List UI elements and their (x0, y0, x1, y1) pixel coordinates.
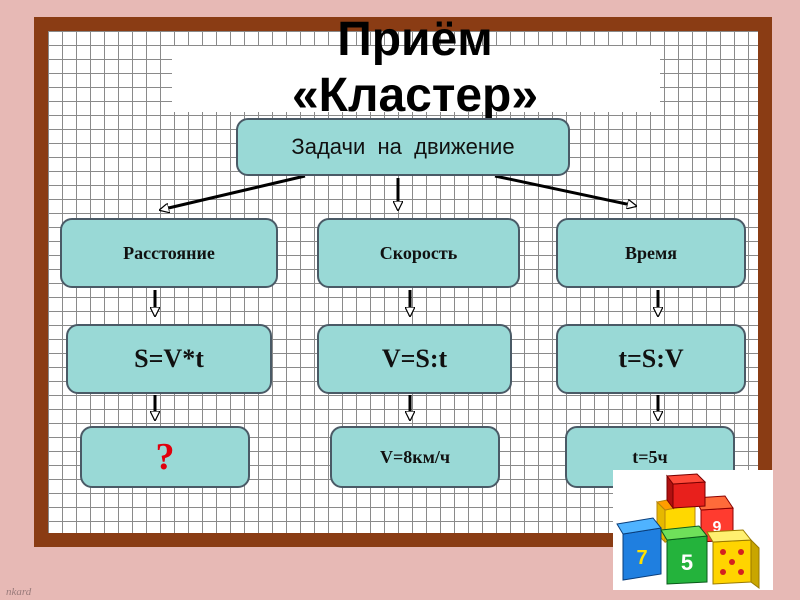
category-node-time: Время (556, 218, 746, 288)
formula-text: V=S:t (382, 344, 447, 374)
result-text: V=8км/ч (380, 447, 450, 468)
category-label: Скорость (380, 243, 458, 264)
root-node: Задачи на движение (236, 118, 570, 176)
arrow-root-to-distance (160, 176, 305, 210)
svg-text:5: 5 (681, 550, 693, 575)
root-node-label: Задачи на движение (291, 134, 514, 160)
question-mark: ? (156, 435, 175, 479)
category-label: Расстояние (123, 243, 215, 264)
formula-node-speed: V=S:t (317, 324, 512, 394)
number-cubes-image: 9 7 5 (613, 470, 773, 590)
category-node-distance: Расстояние (60, 218, 278, 288)
category-label: Время (625, 243, 677, 264)
formula-node-time: t=S:V (556, 324, 746, 394)
cube-front-blue: 7 (617, 518, 661, 580)
arrow-root-to-time (495, 176, 636, 206)
formula-text: t=S:V (618, 344, 683, 374)
formula-text: S=V*t (134, 344, 204, 374)
result-text: t=5ч (632, 447, 667, 468)
cube-front-green: 5 (661, 526, 707, 584)
result-node-speed: V=8км/ч (330, 426, 500, 488)
svg-text:7: 7 (636, 547, 647, 569)
author-credit: nkard (6, 586, 31, 598)
cube-top-red (667, 474, 705, 508)
result-node-distance: ? (80, 426, 250, 488)
formula-node-distance: S=V*t (66, 324, 272, 394)
category-node-speed: Скорость (317, 218, 520, 288)
